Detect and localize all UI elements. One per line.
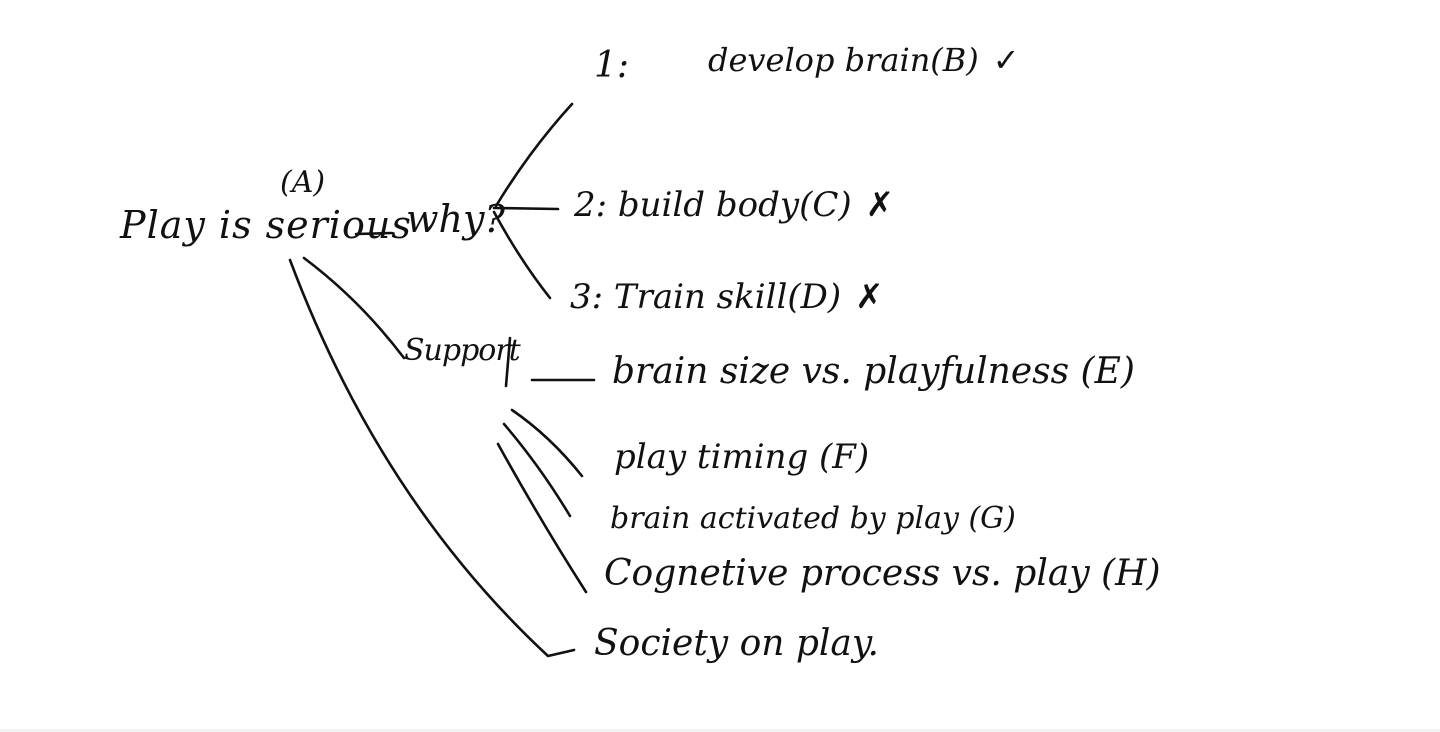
root-tag: (A)	[280, 165, 326, 200]
support-node: Support	[404, 333, 521, 368]
connector-root-support	[302, 256, 406, 360]
support-bracket	[504, 336, 512, 388]
connector-why-reason-1	[494, 102, 574, 208]
check-mark-icon: ✓	[992, 41, 1020, 79]
connector-root-why	[354, 231, 394, 236]
connector-support-item-4	[496, 442, 588, 594]
reason-1: develop brain(B) ✓	[708, 44, 1020, 76]
cross-mark-icon: ✗	[855, 277, 884, 317]
support-item-4: Cognetive process vs. play (H)	[604, 553, 1161, 594]
support-item-3: brain activated by play (G)	[610, 501, 1016, 536]
connector-support-item-2	[510, 408, 584, 478]
cross-mark-icon: ✗	[865, 185, 895, 225]
reason-2: 2: build body(C) ✗	[574, 188, 894, 222]
reason-1-number: 1:	[594, 45, 630, 86]
connector-why-reason-3	[492, 210, 552, 300]
root-node: Play is serious	[120, 203, 412, 247]
support-item-2: play timing (F)	[614, 437, 870, 477]
reason-1-text: develop brain(B)	[708, 41, 979, 79]
canvas-bottom-edge	[0, 729, 1440, 732]
support-item-1: brain size vs. playfulness (E)	[612, 351, 1135, 392]
society-node: Society on play.	[594, 623, 879, 664]
connector-why-reason-2	[492, 206, 560, 211]
reason-3-text: 3: Train skill(D)	[570, 277, 842, 317]
reason-2-text: 2: build body(C)	[574, 185, 852, 225]
connector-support-item-3	[502, 422, 572, 518]
reason-3: 3: Train skill(D) ✗	[570, 280, 884, 314]
connector-root-society	[288, 258, 576, 658]
why-node: why?	[406, 197, 505, 241]
